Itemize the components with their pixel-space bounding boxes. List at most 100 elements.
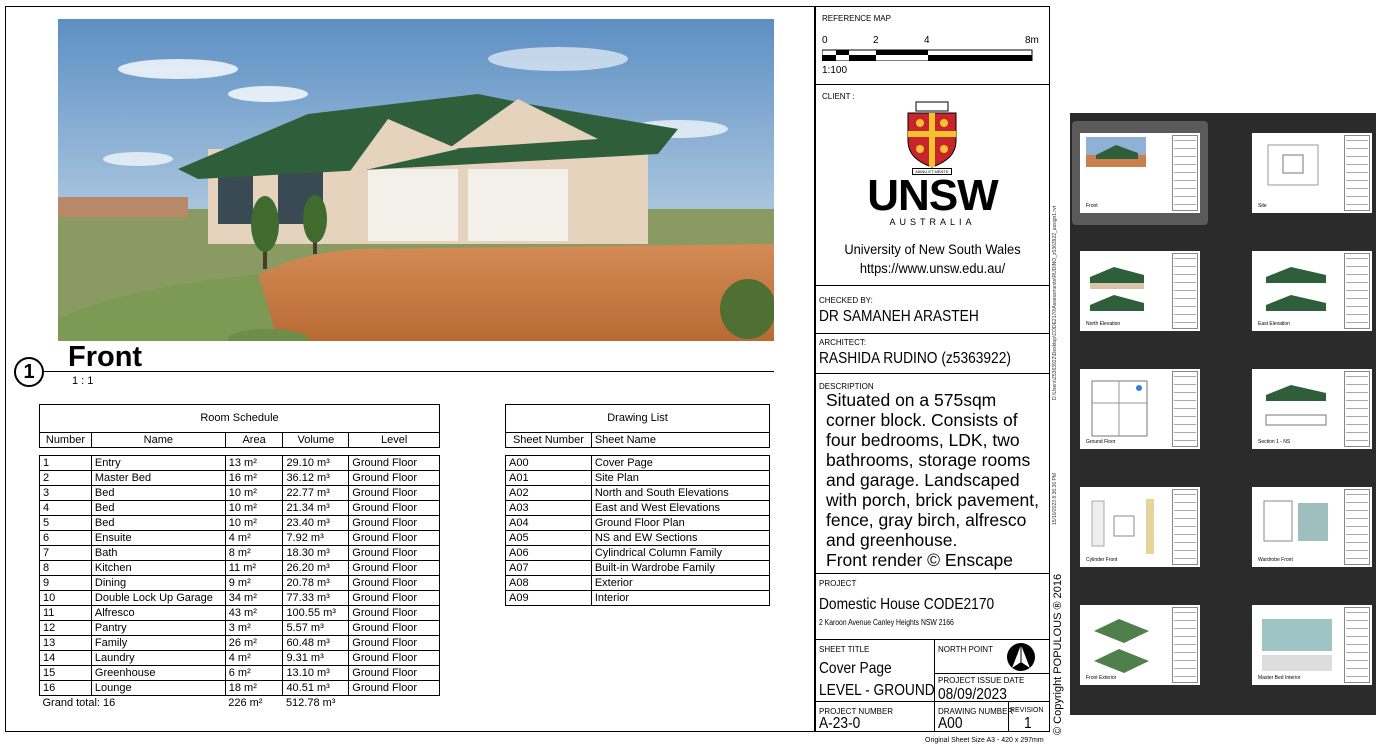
thumbnail-page: Master Bed Interior: [1252, 605, 1372, 685]
room-schedule-header: Level: [348, 432, 440, 448]
page-thumbnail[interactable]: Front: [1072, 121, 1208, 225]
view-name: Front: [68, 341, 143, 373]
table-cell: A01: [505, 470, 592, 486]
table-cell: A03: [505, 500, 592, 516]
scale-tick-4: 4: [924, 35, 930, 46]
thumbnail-title-block: [1172, 253, 1198, 329]
table-cell: 4 m²: [224, 650, 284, 666]
client-url[interactable]: https://www.unsw.edu.au/: [859, 260, 1006, 276]
table-cell: Ground Floor: [348, 560, 440, 576]
page-thumbnail[interactable]: East Elevation: [1244, 239, 1380, 343]
table-cell: Ground Floor: [348, 620, 440, 636]
table-cell: 13.10 m³: [282, 665, 350, 681]
table-cell: 18 m²: [224, 680, 284, 696]
client-label: CLIENT :: [822, 92, 855, 101]
table-cell: A09: [505, 590, 592, 606]
thumbnail-title-block: [1344, 135, 1370, 211]
thumbnail-title-block: [1344, 489, 1370, 565]
drawing-list-header: Sheet Name: [590, 432, 771, 448]
page-thumbnail[interactable]: Front Exterior: [1072, 593, 1208, 697]
table-cell: Bed: [90, 485, 226, 501]
project-number-value: A-23-0: [819, 715, 861, 732]
revision-value: 1: [1024, 715, 1032, 732]
table-cell: 22.77 m³: [282, 485, 350, 501]
table-cell: 8: [39, 560, 92, 576]
table-cell: Greenhouse: [90, 665, 226, 681]
table-cell: 9.31 m³: [282, 650, 350, 666]
front-render-image: [58, 19, 774, 341]
page-thumbnail[interactable]: Master Bed Interior: [1244, 593, 1380, 697]
table-cell: Ground Floor: [348, 590, 440, 606]
table-cell: Cover Page: [590, 455, 771, 471]
table-cell: 18.30 m³: [282, 545, 350, 561]
table-cell: 26 m²: [224, 635, 284, 651]
room-schedule-header: Area: [224, 432, 284, 448]
table-cell: 29.10 m³: [282, 455, 350, 471]
table-cell: A07: [505, 560, 592, 576]
table-cell: Ground Floor: [348, 680, 440, 696]
table-cell: 7.92 m³: [282, 530, 350, 546]
page-thumbnail[interactable]: Ground Floor: [1072, 357, 1208, 461]
table-cell: Exterior: [590, 575, 771, 591]
original-sheet-size: Original Sheet Size A3 - 420 x 297mm: [925, 737, 1044, 744]
table-cell: 2: [39, 470, 92, 486]
table-cell: 6: [39, 530, 92, 546]
divider: [934, 673, 1050, 674]
table-cell: Ground Floor Plan: [590, 515, 771, 531]
page-thumbnail[interactable]: Section 1 - NS: [1244, 357, 1380, 461]
client-name: University of New South Wales: [844, 241, 1021, 257]
sheet-border: [5, 6, 815, 732]
sheet-title-section: SHEET TITLE Cover Page LEVEL - GROUND NO…: [816, 640, 1050, 703]
page-thumbnail[interactable]: North Elevation: [1072, 239, 1208, 343]
checked-by-value: DR SAMANEH ARASTEH: [819, 308, 979, 325]
thumbnail-label: Front Exterior: [1086, 675, 1117, 681]
divider: [934, 702, 935, 732]
table-cell: Laundry: [90, 650, 226, 666]
thumbnail-label: Cylinder Front: [1086, 557, 1118, 563]
copyright-text: © Copyright POPULOUS ® 2016: [1052, 573, 1064, 735]
scale-tick-2: 2: [873, 35, 879, 46]
scale-ratio: 1:100: [822, 65, 848, 76]
thumbnail-label: North Elevation: [1086, 321, 1121, 327]
room-schedule-title: Room Schedule: [39, 404, 440, 433]
table-cell: 8 m²: [224, 545, 284, 561]
table-cell: 7: [39, 545, 92, 561]
thumbnail-title-block: [1172, 371, 1198, 447]
scale-tick-8: 8m: [1025, 35, 1039, 46]
table-cell: Ensuite: [90, 530, 226, 546]
table-cell: Family: [90, 635, 226, 651]
thumbnail-label: Master Bed Interior: [1258, 675, 1301, 681]
project-address: 2 Karoon Avenue Canley Heights NSW 2166: [819, 618, 954, 627]
thumbnail-page: Cylinder Front: [1080, 487, 1200, 567]
table-cell: East and West Elevations: [590, 500, 771, 516]
north-point-label: NORTH POINT: [938, 645, 993, 654]
thumbnail-page: Front Exterior: [1080, 605, 1200, 685]
grand-total-volume: 512.78 m³: [285, 696, 336, 709]
page-thumbnail[interactable]: Wardrobe Front: [1244, 475, 1380, 579]
architect-label: ARCHITECT:: [819, 338, 867, 347]
page-thumbnail[interactable]: Site: [1244, 121, 1380, 225]
drawing-list-title: Drawing List: [505, 404, 770, 433]
page-thumbnails-panel[interactable]: Front Site North Elevation East Elevatio…: [1070, 113, 1376, 715]
description-label: DESCRIPTION: [819, 382, 874, 391]
drawing-number-label: DRAWING NUMBER: [938, 707, 1014, 716]
table-cell: Lounge: [90, 680, 226, 696]
page-thumbnail[interactable]: Cylinder Front: [1072, 475, 1208, 579]
table-cell: Pantry: [90, 620, 226, 636]
table-cell: Ground Floor: [348, 650, 440, 666]
project-number-label: PROJECT NUMBER: [819, 707, 894, 716]
table-cell: Ground Floor: [348, 575, 440, 591]
client-section: CLIENT : MANU ET MENTE UNSW AUSTRALIA Un…: [816, 85, 1049, 286]
table-cell: NS and EW Sections: [590, 530, 771, 546]
table-cell: 10 m²: [224, 500, 284, 516]
